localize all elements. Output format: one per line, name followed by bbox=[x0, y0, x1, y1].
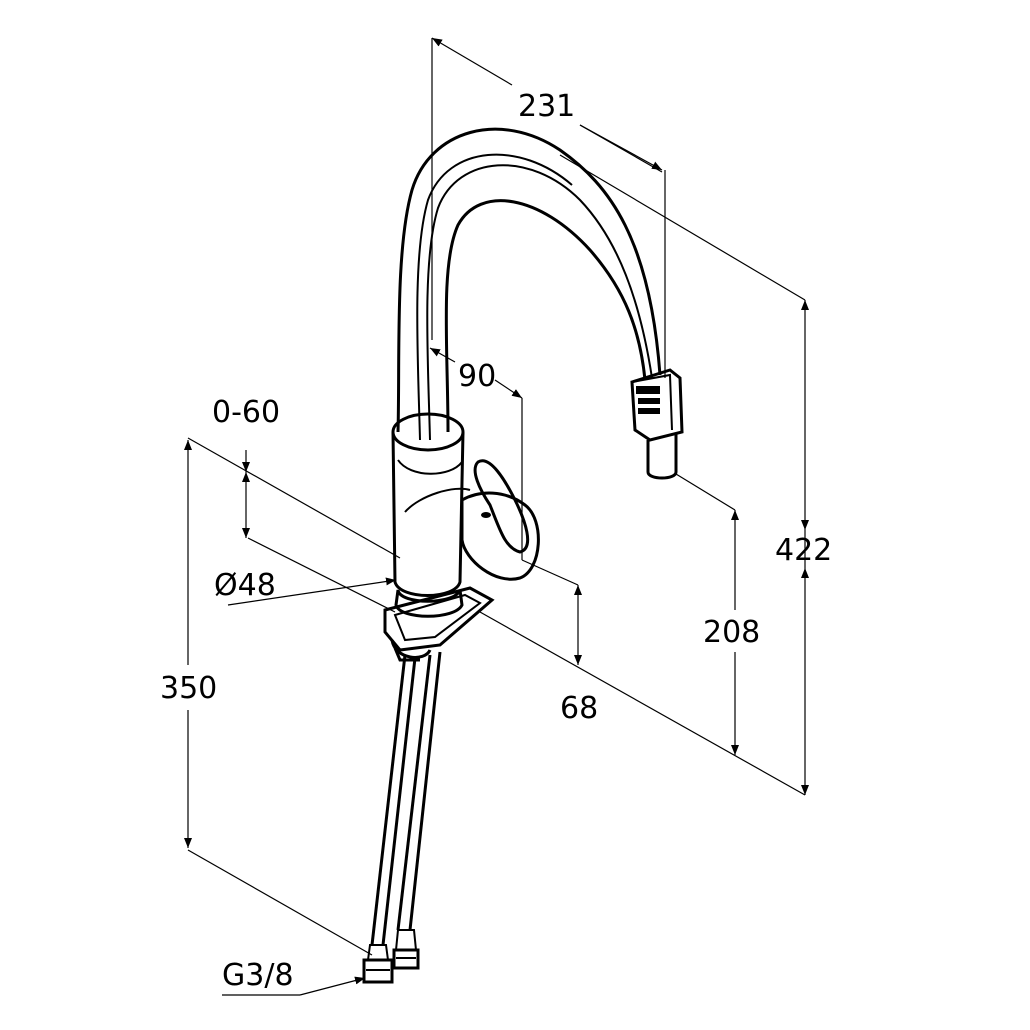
label-connection: G3/8 bbox=[222, 958, 294, 993]
supply-hoses bbox=[362, 651, 442, 984]
label-spout-rotation: 90 bbox=[458, 359, 496, 394]
label-hose-length: 350 bbox=[160, 671, 217, 706]
mounting-base bbox=[383, 586, 495, 662]
dimension-labels: 231 90 0-60 Ø48 422 208 68 350 G3/8 bbox=[160, 89, 832, 993]
label-body-height: 68 bbox=[560, 691, 598, 726]
spout-head bbox=[630, 368, 684, 480]
label-spout-reach: 231 bbox=[518, 89, 575, 124]
spout-outer bbox=[396, 127, 662, 433]
label-total-height: 422 bbox=[775, 533, 832, 568]
lever-handle bbox=[404, 459, 540, 581]
label-tilt-range: 0-60 bbox=[212, 395, 280, 430]
label-base-diameter: Ø48 bbox=[214, 568, 276, 603]
dimension-lines bbox=[184, 37, 809, 996]
faucet-body bbox=[391, 412, 465, 597]
label-outlet-height: 208 bbox=[703, 615, 760, 650]
spout-mid-line bbox=[426, 164, 653, 441]
spout-inner bbox=[444, 199, 647, 433]
faucet-illustration bbox=[362, 127, 684, 984]
